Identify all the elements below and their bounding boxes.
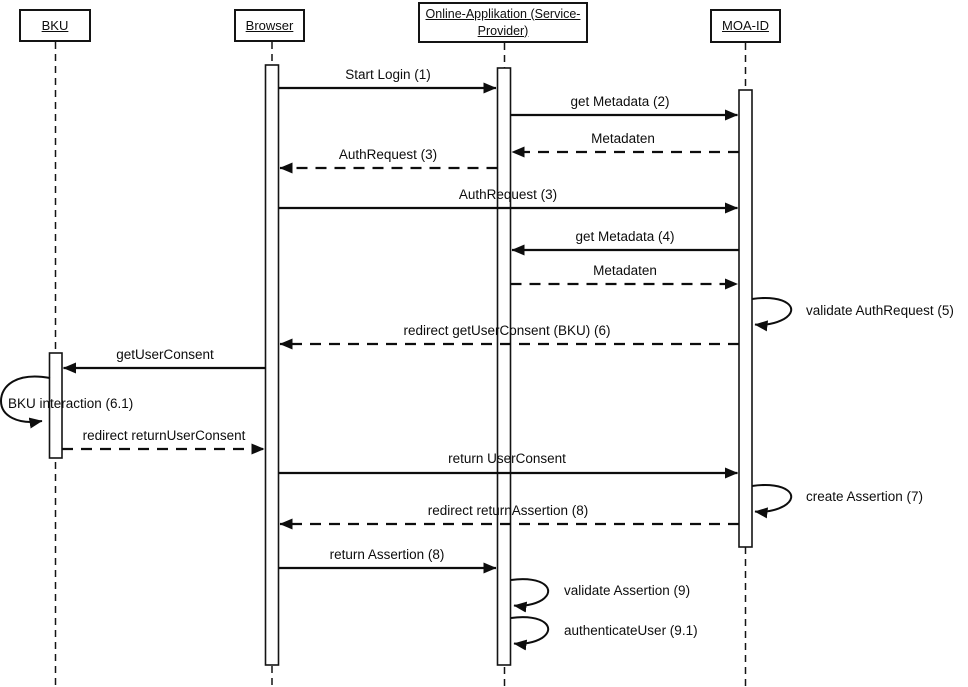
loop-validate-assertion (510, 578, 549, 613)
message-label-authrequest-dashed: AuthRequest (3) (338, 147, 438, 162)
message-label-metadaten-1: Metadaten (591, 131, 655, 146)
online-applikation-activation-bar (496, 67, 512, 666)
loop-validate-authrequest (751, 297, 793, 332)
message-label-metadaten-2: Metadaten (593, 263, 657, 278)
message-label-getuserconsent: getUserConsent (116, 347, 214, 362)
message-label-get-metadata-4: get Metadata (4) (575, 229, 675, 244)
loop-authenticateuser (510, 616, 549, 651)
message-label-start-login: Start Login (1) (345, 67, 431, 82)
loop-bku-interaction (0, 375, 51, 429)
message-label-create-assertion: create Assertion (7) (806, 489, 924, 504)
message-label-return-assertion: return Assertion (8) (329, 547, 445, 562)
actor-box-moa-id: MOA-ID (710, 9, 781, 43)
browser-activation-bar (264, 64, 280, 666)
message-label-bku-interaction: BKU interaction (6.1) (8, 396, 134, 411)
message-label-validate-authrequest: validate AuthRequest (5) (806, 303, 954, 318)
message-label-redirect-getuserconsent: redirect getUserConsent (BKU) (6) (403, 323, 611, 338)
moa-id-activation-bar (738, 89, 753, 548)
message-label-redirect-returnuserconsent: redirect returnUserConsent (82, 428, 246, 443)
message-label-return-userconsent: return UserConsent (448, 451, 566, 466)
actor-label-online-applikation: Online-Applikation (Service-Provider) (425, 6, 581, 38)
actor-box-browser: Browser (234, 9, 305, 42)
message-label-redirect-returnassertion: redirect returnAssertion (8) (427, 503, 589, 518)
message-label-validate-assertion: validate Assertion (9) (564, 583, 691, 598)
message-label-authenticateuser: authenticateUser (9.1) (564, 623, 698, 638)
actor-box-online-applikation: Online-Applikation (Service-Provider) (418, 2, 588, 43)
actor-label-bku: BKU (41, 17, 69, 33)
message-label-authrequest-solid: AuthRequest (3) (458, 187, 558, 202)
bku-activation-bar (48, 352, 63, 459)
actor-label-moa-id: MOA-ID (722, 18, 769, 34)
actor-box-bku: BKU (19, 9, 91, 42)
actor-label-browser: Browser (245, 17, 294, 33)
loop-create-assertion (751, 484, 793, 519)
message-label-get-metadata-2: get Metadata (2) (570, 94, 670, 109)
